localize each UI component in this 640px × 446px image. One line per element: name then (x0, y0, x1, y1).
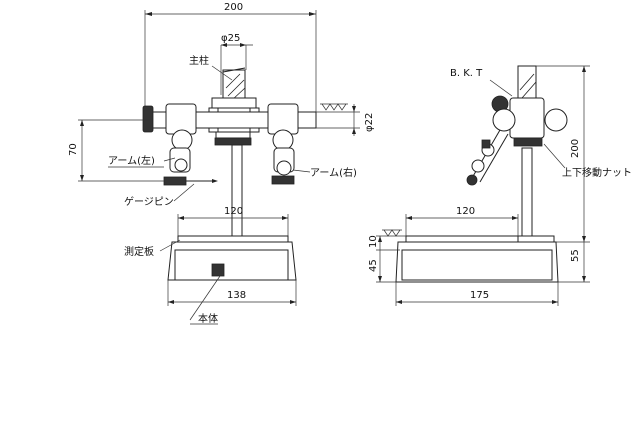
dim-arm-dia: φ22 (316, 103, 375, 136)
dim-column-dia-text: φ25 (221, 33, 240, 44)
dim-side-base-width: 175 (395, 282, 559, 306)
dim-side-height-text: 200 (570, 139, 581, 158)
dim-side-base-width-text: 175 (470, 290, 489, 301)
front-view: 200 φ25 主柱 (68, 2, 375, 325)
arm-right-label: アーム(右) (292, 166, 357, 179)
dim-overall-width: 200 (144, 2, 317, 115)
measuring-plate-label: 測定板 (124, 239, 181, 258)
bkt-label: B. K. T (450, 68, 513, 97)
dim-side-left: 10 45 (368, 229, 406, 283)
dim-side-plate: 120 (405, 206, 519, 236)
left-arm (163, 129, 218, 186)
arm-left-label-text: アーム(左) (108, 154, 155, 167)
dim-plate-width-text: 120 (224, 206, 243, 217)
bkt-label-text: B. K. T (450, 68, 483, 79)
front-base (167, 235, 297, 281)
dim-arm-dia-text: φ22 (364, 113, 375, 132)
arm-left-label: アーム(左) (108, 154, 176, 168)
side-column (517, 65, 537, 241)
dim-base-width-text: 138 (227, 290, 246, 301)
arm-right-label-text: アーム(右) (310, 166, 357, 179)
dim-plate-width: 120 (177, 206, 289, 236)
dim-arm-height-text: 70 (68, 143, 79, 156)
arm-bar (142, 103, 317, 135)
side-view: B. K. T 上下移動ナット (368, 65, 632, 306)
gauge-pin-label: ゲージピン (124, 183, 195, 208)
dim-side-height: 200 (536, 65, 590, 243)
dim-column-dia: φ25 (220, 33, 253, 95)
side-arm (466, 129, 509, 186)
side-block (491, 95, 568, 147)
right-arm (271, 129, 295, 185)
measuring-plate-label-text: 測定板 (124, 245, 154, 258)
up-down-nut-label: 上下移動ナット (543, 143, 632, 179)
dim-side-plate-text: 120 (456, 206, 475, 217)
dim-overall-width-text: 200 (224, 2, 243, 13)
dim-base-height-text: 45 (368, 259, 379, 272)
body-label-text: 本体 (198, 312, 218, 325)
dim-side-total-text: 55 (570, 249, 581, 262)
dim-base-width: 138 (167, 280, 297, 306)
column-label-text: 主柱 (189, 54, 209, 67)
column-label: 主柱 (189, 54, 233, 81)
dim-side-total: 55 (558, 242, 590, 283)
body-label: 本体 (189, 275, 221, 325)
dim-arm-height: 70 (68, 119, 164, 182)
dim-plate-thickness-text: 10 (368, 235, 379, 248)
side-base (395, 235, 559, 283)
up-down-nut-label-text: 上下移動ナット (562, 166, 632, 179)
gauge-pin-label-text: ゲージピン (124, 196, 174, 208)
